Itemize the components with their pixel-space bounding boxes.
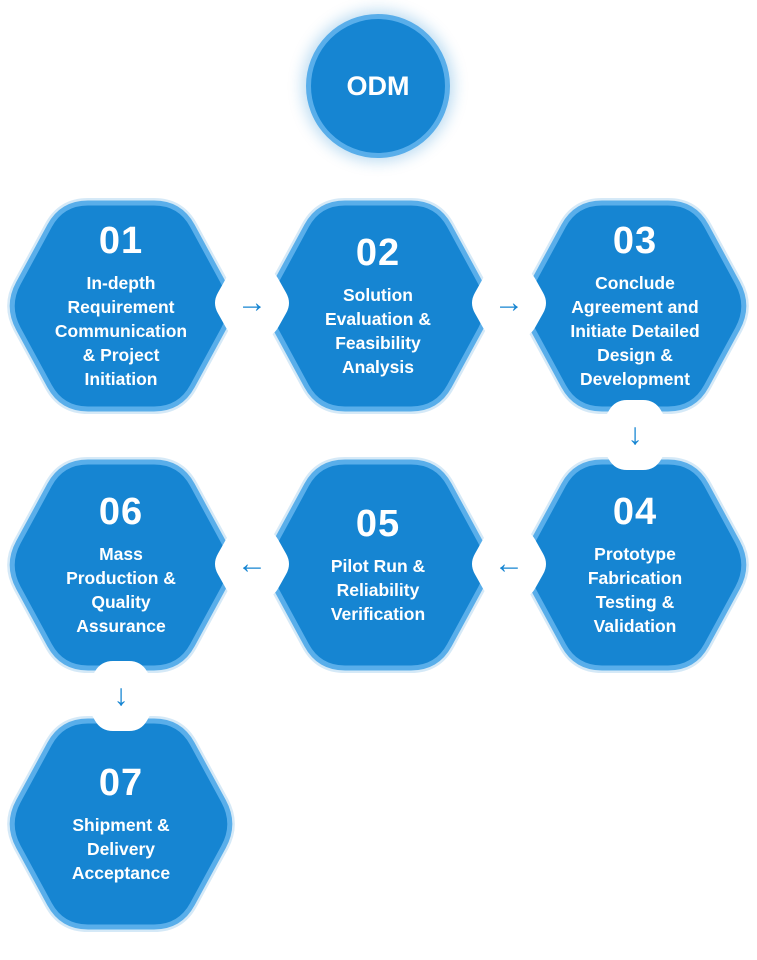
step-label-line: Testing & (595, 592, 675, 612)
arrow-right-icon: → (237, 286, 267, 319)
step-label-line: Validation (593, 616, 677, 636)
connector-hexagon-shape (598, 400, 672, 470)
step-label: Mass Production & Quality Assurance (36, 542, 206, 638)
step-node-06: 06 Mass Production & Quality Assurance (4, 457, 238, 673)
connector-03-04: ↓ (593, 398, 677, 472)
step-label-line: Mass (99, 544, 143, 564)
connector-06-07: ↓ (79, 659, 163, 733)
arrow-down-icon: ↓ (113, 679, 129, 712)
step-hexagon-shape (521, 198, 749, 414)
connector-hexagon-shape (84, 661, 158, 731)
step-label: Prototype Fabrication Testing & Validati… (550, 542, 720, 638)
step-number: 01 (98, 220, 144, 262)
connector-05-06: ← (210, 527, 294, 601)
connector-hexagon-body (215, 529, 289, 599)
step-label-line: Design & (597, 345, 673, 365)
step-label: Shipment & Delivery Acceptance (36, 813, 206, 885)
connector-hexagon-body (472, 268, 546, 338)
step-number: 03 (612, 220, 658, 262)
connector-hexagon-shape (472, 529, 546, 599)
step-label-line: Pilot Run & (330, 556, 426, 576)
connector-04-05: ← (467, 527, 551, 601)
step-hexagon-body (9, 200, 233, 412)
step-label-line: Conclude (595, 273, 675, 293)
step-node-04: 04 Prototype Fabrication Testing & Valid… (518, 457, 752, 673)
step-label-line: Requirement (67, 297, 175, 317)
step-hexagon-shape (264, 457, 492, 673)
step-label-line: Prototype (594, 544, 676, 564)
step-node-03: 03 Conclude Agreement and Initiate Detai… (518, 198, 752, 414)
step-label-line: Quality (91, 592, 151, 612)
step-label-line: In-depth (86, 273, 156, 293)
step-label-line: Development (580, 369, 690, 389)
step-number: 05 (355, 503, 401, 545)
connector-hexagon-body (84, 661, 158, 731)
step-label-line: Solution (343, 285, 413, 305)
step-label-line: Initiate Detailed (570, 321, 700, 341)
connector-hexagon-body (598, 400, 672, 470)
arrow-left-icon: ← (237, 547, 267, 580)
step-hexagon-body (9, 459, 233, 671)
arrow-down-icon: ↓ (627, 418, 643, 451)
step-label: Solution Evaluation & Feasibility Analys… (293, 283, 463, 379)
connector-hexagon-shape (472, 268, 546, 338)
arrow-left-icon: ← (494, 547, 524, 580)
step-node-01: 01 In-depth Requirement Communication & … (4, 198, 238, 414)
odm-center-node: ODM (306, 14, 450, 158)
step-hexagon-shape (7, 716, 235, 932)
step-label-line: Initiation (84, 369, 158, 389)
step-hexagon-shape (7, 457, 235, 673)
step-number: 07 (98, 762, 144, 804)
step-label-line: Production & (66, 568, 176, 588)
step-node-02: 02 Solution Evaluation & Feasibility Ana… (261, 198, 495, 414)
step-label-line: Communication (54, 321, 188, 341)
connector-01-02: → (210, 266, 294, 340)
step-number: 02 (355, 232, 401, 274)
odm-center-label: ODM (346, 70, 410, 101)
step-label-line: Fabrication (587, 568, 683, 588)
step-number: 04 (612, 491, 658, 533)
step-label-line: Assurance (76, 616, 166, 636)
step-label-line: Shipment & (72, 815, 170, 835)
step-label-line: Verification (330, 604, 426, 624)
step-hexagon-shape (7, 198, 235, 414)
step-number: 06 (98, 491, 144, 533)
step-label-line: Reliability (336, 580, 420, 600)
step-label-line: & Project (82, 345, 160, 365)
connector-hexagon-body (472, 529, 546, 599)
arrow-right-icon: → (494, 286, 524, 319)
step-label: Conclude Agreement and Initiate Detailed… (550, 271, 720, 391)
step-hexagon-shape (264, 198, 492, 414)
step-node-07: 07 Shipment & Delivery Acceptance (4, 716, 238, 932)
step-label-line: Agreement and (571, 297, 699, 317)
step-label-line: Analysis (342, 357, 414, 377)
step-hexagon-shape (521, 457, 749, 673)
step-label-line: Delivery (86, 839, 156, 859)
step-hexagon-body (9, 718, 233, 930)
step-label: Pilot Run & Reliability Verification (293, 554, 463, 626)
connector-hexagon-body (215, 268, 289, 338)
step-label-line: Feasibility (335, 333, 421, 353)
connector-hexagon-shape (215, 529, 289, 599)
step-label-line: Evaluation & (325, 309, 431, 329)
step-label: In-depth Requirement Communication & Pro… (36, 271, 206, 391)
step-label-line: Acceptance (71, 863, 171, 883)
step-node-05: 05 Pilot Run & Reliability Verification (261, 457, 495, 673)
connector-02-03: → (467, 266, 551, 340)
connector-hexagon-shape (215, 268, 289, 338)
